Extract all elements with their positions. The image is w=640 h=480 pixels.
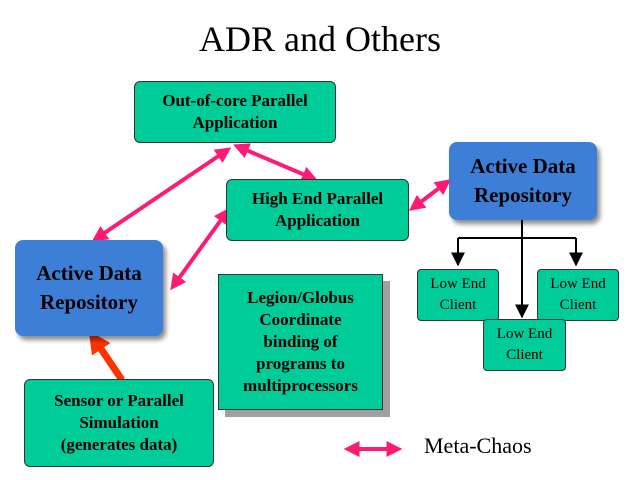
low-end-client-center: Low End Client <box>483 319 566 371</box>
meta-chaos-arrow-high-end-adr-left <box>170 207 230 291</box>
low-end-client-right: Low End Client <box>537 269 619 321</box>
active-data-repository-right: Active Data Repository <box>449 142 597 220</box>
slide-title: ADR and Others <box>199 19 441 59</box>
high-end-parallel-application-box: High End Parallel Application <box>226 179 409 241</box>
meta-chaos-arrow-adr-left-out-of-core <box>91 147 232 242</box>
meta-chaos-arrow-out-of-core-high-end <box>233 143 318 182</box>
meta-chaos-arrow-high-end-adr-right <box>408 179 452 211</box>
out-of-core-parallel-application-box: Out-of-core Parallel Application <box>134 81 336 143</box>
legion-globus-box: Legion/Globus Coordinate binding of prog… <box>218 274 383 410</box>
legend-meta-chaos-label: Meta-Chaos <box>424 433 532 458</box>
sensor-to-adr-arrow <box>88 330 125 382</box>
low-end-client-left: Low End Client <box>417 269 499 321</box>
sensor-or-parallel-simulation-box: Sensor or Parallel Simulation (generates… <box>24 379 214 467</box>
active-data-repository-left: Active Data Repository <box>15 240 163 336</box>
